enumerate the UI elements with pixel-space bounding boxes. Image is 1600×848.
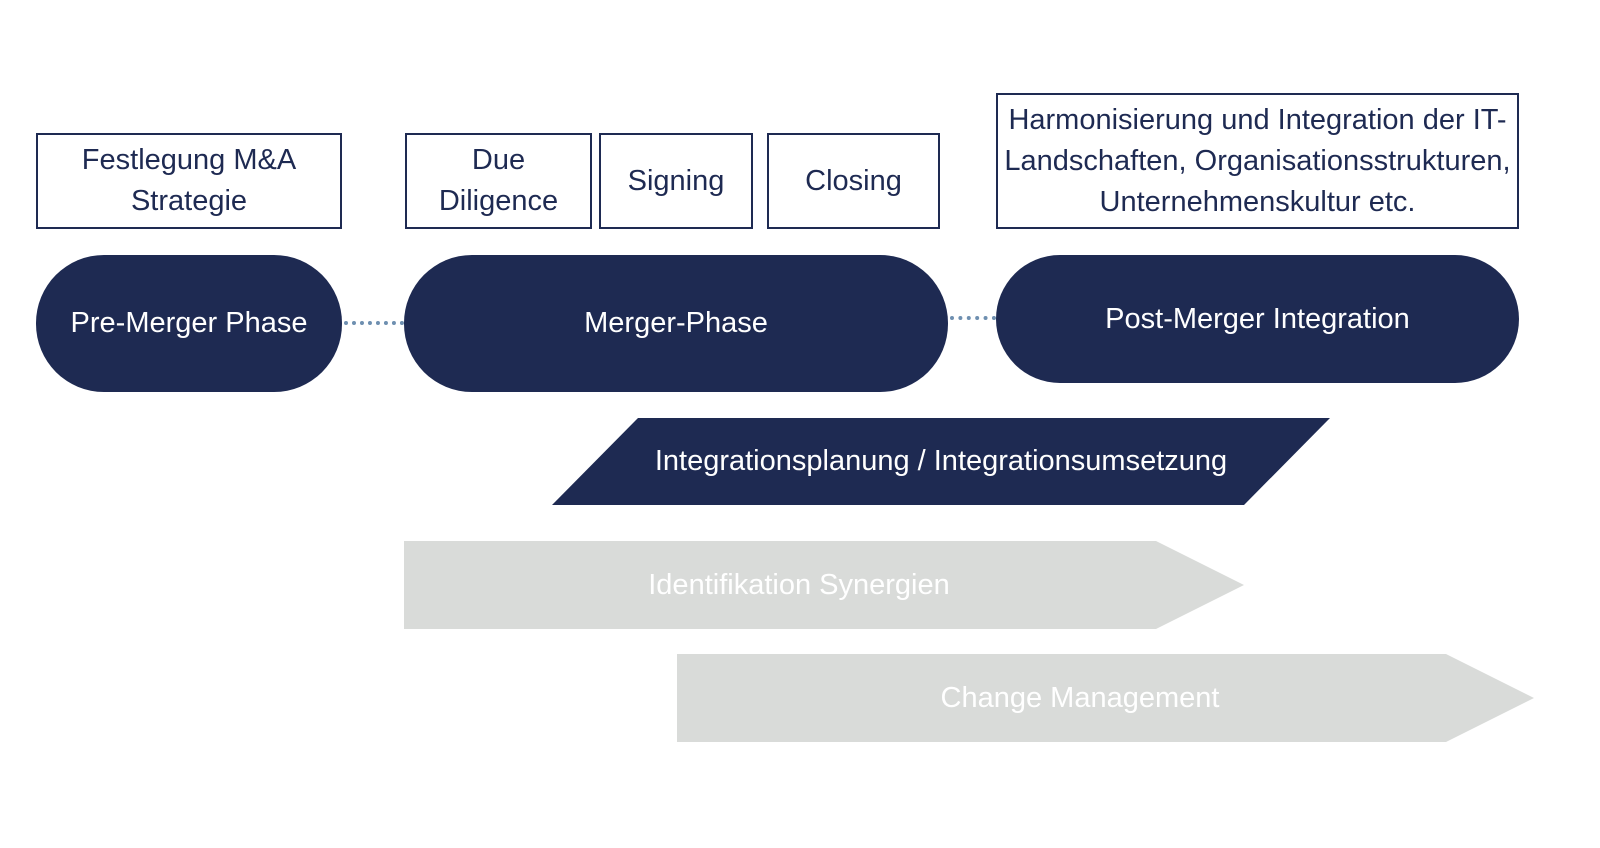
box-due-diligence-line-1: Due — [471, 144, 526, 176]
phase-merger: Merger-Phase — [404, 255, 948, 392]
box-festlegung-strategie: Festlegung M&A Strategie — [36, 133, 342, 229]
box-harmonisierung-line-2: Landschaften, Organisationsstrukturen, — [1004, 144, 1511, 177]
box-harmonisierung-line-1: Harmonisierung und Integration der IT- — [1008, 103, 1507, 136]
phase-merger-label: Merger-Phase — [584, 307, 768, 339]
box-festlegung-line-1: Festlegung M&A — [81, 144, 297, 176]
box-due-diligence-line-2: Diligence — [438, 185, 559, 217]
bar-integration-shape — [552, 418, 1330, 505]
phase-pre-merger-label: Pre-Merger Phase — [70, 307, 308, 339]
box-due-diligence: Due Diligence — [405, 133, 592, 229]
phase-pre-merger: Pre-Merger Phase — [36, 255, 342, 392]
box-harmonisierung: Harmonisierung und Integration der IT- L… — [996, 93, 1519, 229]
connector-pre-to-merger — [344, 321, 404, 325]
box-closing: Closing — [767, 133, 940, 229]
bar-integration: Integrationsplanung / Integrationsumsetz… — [552, 418, 1330, 505]
phase-post-merger: Post-Merger Integration — [996, 255, 1519, 383]
phase-post-merger-label: Post-Merger Integration — [1105, 302, 1410, 335]
box-signing: Signing — [599, 133, 753, 229]
bar-synergien-shape — [404, 541, 1244, 629]
connector-merger-to-post — [950, 316, 996, 320]
box-harmonisierung-line-3: Unternehmenskultur etc. — [1099, 185, 1416, 218]
box-signing-label: Signing — [627, 164, 725, 197]
box-festlegung-line-2: Strategie — [130, 185, 248, 217]
box-closing-label: Closing — [805, 164, 902, 197]
bar-change-management-label: Change Management — [940, 681, 1220, 714]
bar-synergien: Identifikation Synergien — [404, 541, 1244, 629]
bar-integration-label: Integrationsplanung / Integrationsumsetz… — [654, 445, 1228, 477]
bar-change-management: Change Management — [677, 654, 1534, 742]
bar-change-management-shape — [677, 654, 1534, 742]
bar-synergien-label: Identifikation Synergien — [648, 568, 950, 601]
